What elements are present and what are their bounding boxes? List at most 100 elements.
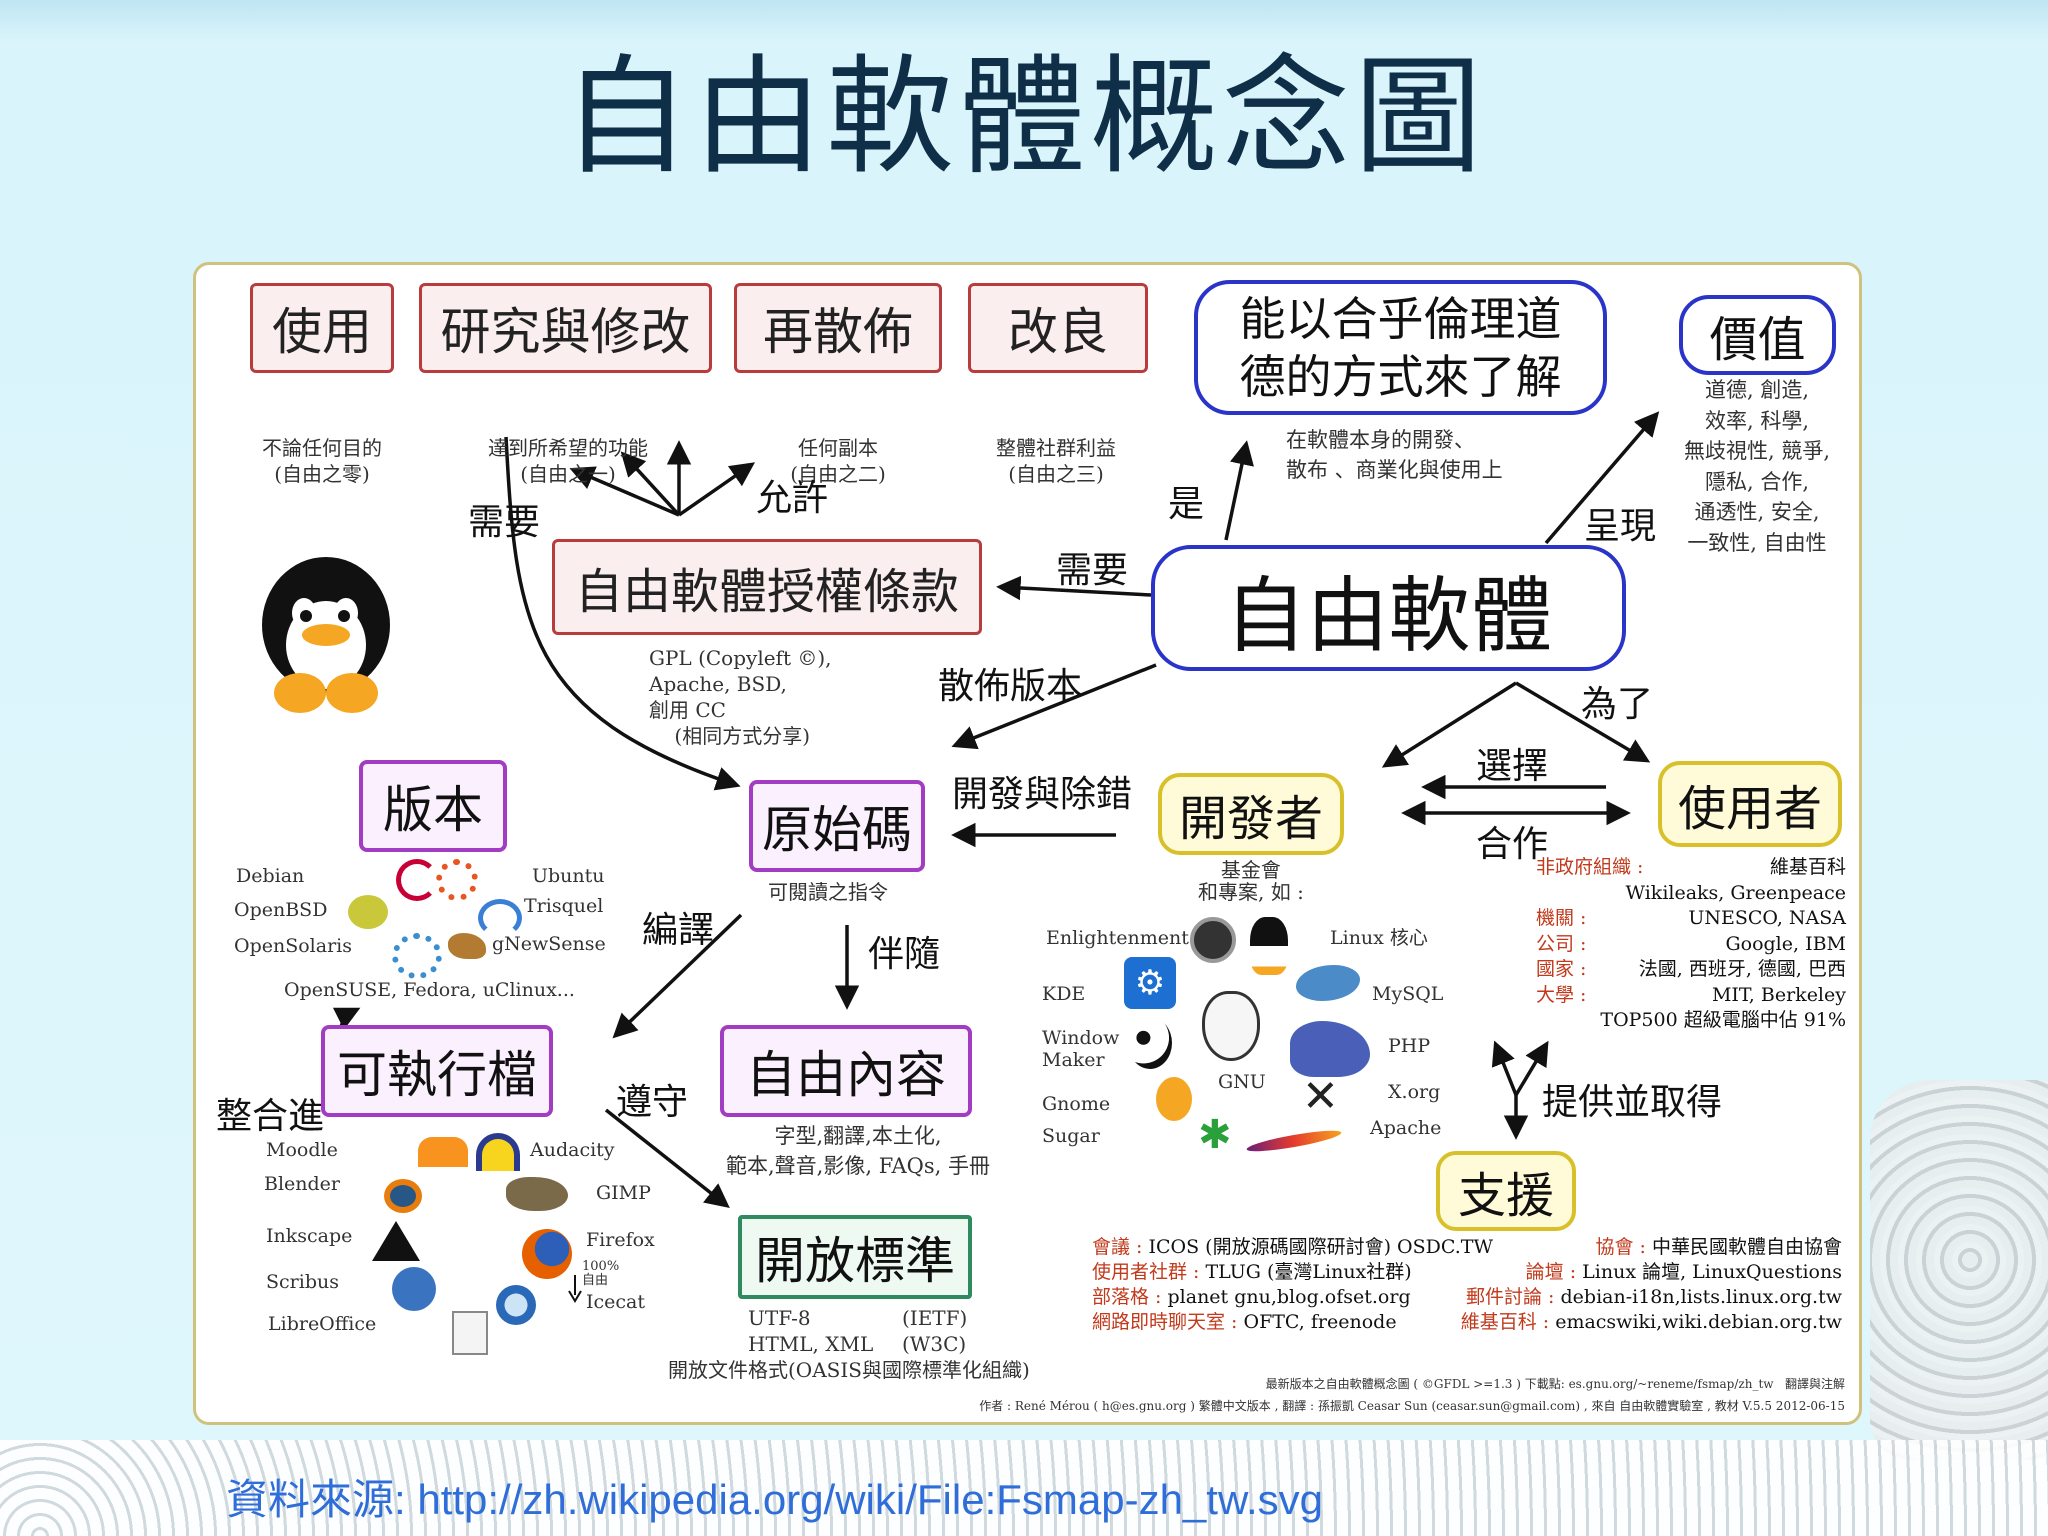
icecat-icon [496, 1285, 536, 1325]
tux-small-icon [1250, 917, 1288, 975]
libreoffice-icon [452, 1311, 488, 1355]
concept-map: 使用 不論任何目的(自由之零) 研究與修改 達到所希望的功能(自由之一) 再散佈… [193, 262, 1862, 1425]
freedom-study-desc: 達到所希望的功能(自由之一) [488, 436, 648, 486]
arrow-fs-to-license [996, 575, 1152, 601]
wave-pattern-decoration [0, 1440, 2048, 1536]
moodle-icon [418, 1137, 468, 1167]
freedom-redistribute-box: 再散佈 [734, 283, 942, 373]
ethics-box: 能以合乎倫理道 德的方式來了解 [1194, 280, 1607, 415]
edge-label-accompany: 伴隨 [868, 934, 941, 975]
freedom-study-label: 研究與修改 [440, 303, 691, 361]
freedom-use-desc: 不論任何目的(自由之零) [262, 436, 382, 486]
app-libreoffice: LibreOffice [268, 1313, 377, 1335]
support-label: 支援 [1457, 1168, 1554, 1224]
project-linux-kernel: Linux 核心 [1330, 927, 1428, 949]
project-enlightenment: Enlightenment [1046, 927, 1189, 949]
distro-label: 版本 [383, 781, 483, 839]
values-note: 道德, 創造, 效率, 科學, 無歧視性, 競爭, 隱私, 合作, 通透性, 安… [1683, 378, 1831, 555]
project-kde: KDE [1042, 983, 1086, 1005]
edge-label-allow: 允許 [756, 478, 829, 519]
gimp-icon [506, 1177, 568, 1211]
gnu-head-icon [1202, 991, 1260, 1061]
values-label: 價值 [1709, 312, 1806, 368]
map-footer-credits: 作者 : René Mérou ( h@es.gnu.org ) 繁體中文版本 … [979, 1399, 1845, 1413]
users-box: 使用者 [1658, 761, 1842, 847]
app-icecat: Icecat [586, 1291, 645, 1313]
distro-others: OpenSUSE, Fedora, uClinux... [284, 979, 575, 1001]
arrow-fs-to-users [1515, 681, 1651, 763]
edge-label-need2: 需要 [1056, 550, 1129, 591]
edge-label-cooperate: 合作 [1476, 824, 1549, 865]
edge-label-present: 呈現 [1584, 506, 1657, 547]
windowmaker-panda-icon [1128, 1017, 1172, 1069]
xorg-icon: ✕ [1302, 1071, 1339, 1122]
developers-box: 開發者 [1158, 773, 1344, 855]
freedom-use-box: 使用 [250, 283, 394, 373]
edge-label-comply: 遵守 [616, 1082, 689, 1123]
project-php: PHP [1388, 1035, 1431, 1057]
opensolaris-icon [392, 933, 442, 979]
support-resources: 會議 : ICOS (開放源碼國際研討會) OSDC.TW 協會 : 中華民國軟… [1092, 1236, 1842, 1333]
edge-label-is: 是 [1168, 484, 1205, 525]
users-label: 使用者 [1677, 781, 1822, 837]
freedom-use-label: 使用 [272, 303, 372, 361]
edge-label-choose: 選擇 [1476, 746, 1549, 787]
standard-html-xml: HTML, XML [748, 1332, 874, 1356]
values-box: 價值 [1679, 295, 1836, 375]
open-standards-box: 開放標準 [738, 1215, 972, 1299]
arrow-fs-to-values [1544, 411, 1660, 545]
ethics-label: 能以合乎倫理道 德的方式來了解 [1239, 291, 1562, 404]
freedom-study-box: 研究與修改 [419, 283, 712, 373]
debian-swirl-icon [396, 859, 438, 901]
inkscape-icon [372, 1221, 420, 1261]
project-sugar: Sugar [1042, 1125, 1100, 1147]
distro-opensolaris: OpenSolaris [234, 935, 352, 957]
tux-penguin-icon [262, 557, 390, 713]
standards-document-format: 開放文件格式(OASIS與國際標準化組織) [668, 1358, 1030, 1382]
source-code-label: 原始碼 [762, 801, 912, 859]
free-software-center-box: 自由軟體 [1151, 545, 1626, 671]
freedom-improve-label: 改良 [1008, 303, 1108, 361]
distro-gnewsense: gNewSense [492, 933, 606, 955]
app-inkscape: Inkscape [266, 1225, 353, 1247]
standard-w3c: (W3C) [902, 1332, 967, 1356]
standard-ietf: (IETF) [902, 1306, 968, 1330]
edge-label-distribute: 散佈版本 [938, 666, 1083, 707]
edge-label-need: 需要 [468, 502, 541, 543]
project-gnu: GNU [1218, 1071, 1266, 1093]
distro-box: 版本 [359, 760, 507, 852]
distro-trisquel: Trisquel [524, 895, 604, 917]
edge-label-integrate: 整合進 [216, 1096, 325, 1137]
distro-debian: Debian [236, 865, 305, 887]
developers-label: 開發者 [1178, 791, 1323, 847]
dragon-decoration [1870, 1080, 2048, 1460]
standard-utf8: UTF-8 [748, 1306, 811, 1330]
free-content-label: 自由內容 [746, 1046, 946, 1104]
edge-label-provide: 提供並取得 [1542, 1082, 1723, 1123]
license-note: GPL (Copyleft ©), Apache, BSD, 創用 CC (相同… [649, 646, 832, 748]
support-box: 支援 [1436, 1151, 1576, 1231]
source-link[interactable]: 資料來源: http://zh.wikipedia.org/wiki/File:… [226, 1476, 1324, 1523]
enlightenment-icon [1190, 917, 1236, 963]
edge-label-for: 為了 [1581, 684, 1654, 725]
edge-label-dev-debug: 開發與除錯 [952, 774, 1133, 815]
license-label: 自由軟體授權條款 [574, 564, 959, 620]
app-gimp: GIMP [596, 1182, 651, 1204]
map-footer-download: 最新版本之自由軟體概念圖 ( ©GFDL >=1.3 ) 下載點: es.gnu… [1265, 1377, 1845, 1391]
distro-openbsd: OpenBSD [234, 899, 328, 921]
arrow-compile [612, 913, 743, 1039]
arrow-fs-to-ethics [1224, 440, 1254, 541]
project-gnome: Gnome [1042, 1093, 1111, 1115]
project-window-maker: Window Maker [1042, 1027, 1120, 1071]
free-software-center-label: 自由軟體 [1224, 568, 1553, 664]
arrow-fs-to-developers [1381, 681, 1517, 768]
app-blender: Blender [264, 1173, 341, 1195]
project-mysql: MySQL [1372, 983, 1444, 1005]
free-content-note: 字型,翻譯,本土化, 範本,聲音,影像, FAQs, 手冊 [726, 1124, 990, 1178]
edge-label-compile: 編譯 [642, 910, 715, 951]
arrow-need-to-source [504, 436, 741, 791]
blender-icon [384, 1179, 422, 1213]
gnewsense-icon [448, 933, 486, 959]
executable-box: 可執行檔 [321, 1025, 553, 1117]
openbsd-puffer-icon [348, 895, 388, 929]
